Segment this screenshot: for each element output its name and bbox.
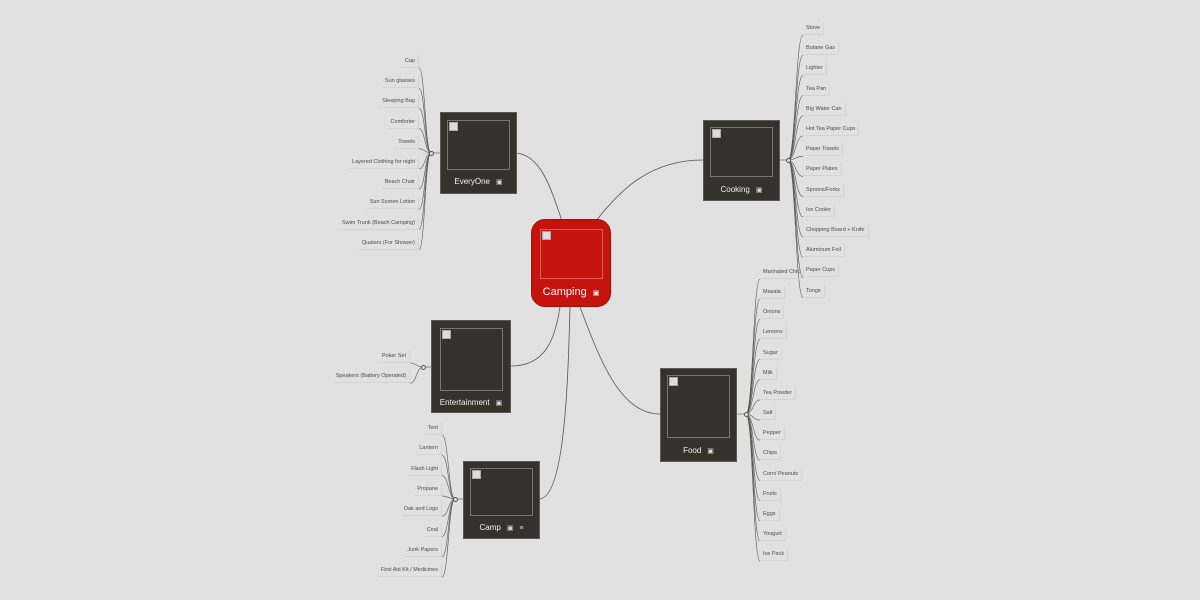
leaf-cooking-item[interactable]: Tea Pan — [803, 82, 831, 96]
leaf-cooking-item[interactable]: Hot Tea Paper Cups — [803, 123, 860, 136]
leaf-camp-item[interactable]: Flash Light — [408, 462, 442, 476]
leaf-food-item[interactable]: Salt — [760, 407, 777, 421]
node-food[interactable]: Food ▣ — [660, 368, 737, 462]
leaf-food-item[interactable]: Sugar — [760, 346, 782, 360]
leaf-everyone-item[interactable]: Quaters (For Shower) — [358, 236, 419, 250]
food-image-placeholder — [667, 375, 730, 438]
image-icon[interactable]: ▣ — [495, 400, 503, 407]
node-camp[interactable]: Camp ▣ ≡ — [463, 461, 540, 539]
leaf-everyone-item[interactable]: Swim Trunk (Beach Camping) — [338, 216, 419, 230]
food-collapse-knob[interactable] — [743, 411, 749, 417]
leaf-cooking-item[interactable]: Paper Towels — [803, 143, 843, 157]
leaf-camp-item[interactable]: Lantern — [416, 442, 442, 456]
cooking-collapse-knob[interactable] — [785, 157, 791, 163]
leaf-cooking-item[interactable]: Stove — [803, 22, 825, 35]
food-title: Food — [683, 446, 702, 455]
node-entertainment[interactable]: Entertainment ▣ — [431, 320, 511, 413]
leaf-food-item[interactable]: Masala — [760, 286, 785, 300]
leaf-food-item[interactable]: Milk — [760, 366, 777, 380]
root-label: Camping ▣ — [532, 286, 610, 298]
leaf-food-item[interactable]: Chips — [760, 447, 782, 461]
leaf-cooking-item[interactable]: Big Water Can — [803, 102, 846, 116]
root-node-camping[interactable]: Camping ▣ — [531, 219, 611, 307]
cooking-label: Cooking ▣ — [704, 185, 779, 194]
leaf-everyone-item[interactable]: Beach Chair — [381, 176, 419, 190]
leaf-food-item[interactable]: Fruits — [760, 487, 781, 501]
leaf-cooking-item[interactable]: Butane Gas — [803, 42, 840, 56]
entertainment-collapse-knob[interactable] — [420, 364, 426, 370]
cooking-title: Cooking — [720, 185, 750, 194]
leaf-cooking-item[interactable]: Ice Cooler — [803, 203, 836, 217]
leaf-cooking-item[interactable]: Paper Plates — [803, 163, 842, 177]
entertainment-image-placeholder — [440, 328, 503, 391]
notes-icon[interactable]: ≡ — [519, 525, 524, 532]
leaf-camp-item[interactable]: Junk Papers — [404, 543, 442, 557]
leaf-everyone-item[interactable]: Comforter — [387, 115, 419, 129]
node-cooking[interactable]: Cooking ▣ — [703, 120, 780, 201]
leaf-food-item[interactable]: Marinated Chic — [760, 266, 804, 279]
camp-title: Camp — [479, 523, 501, 532]
leaf-cooking-item[interactable]: Tongs — [803, 284, 825, 298]
leaf-entertainment-item[interactable]: Speakers (Battery Operated) — [332, 370, 410, 384]
leaf-food-item[interactable]: Pepper — [760, 427, 785, 441]
image-icon[interactable]: ▣ — [755, 187, 763, 194]
leaf-everyone-item[interactable]: Sleeping Bag — [379, 95, 419, 109]
leaf-cooking-item[interactable]: Paper Cups — [803, 264, 840, 278]
camp-label: Camp ▣ ≡ — [464, 523, 539, 532]
leaf-camp-item[interactable]: Propane — [414, 482, 442, 496]
leaf-cooking-item[interactable]: Chopping Board + Knife — [803, 224, 869, 237]
leaf-food-item[interactable]: Tea Powder — [760, 386, 797, 400]
leaf-camp-item[interactable]: First Aid Kit / Medicines — [377, 564, 442, 578]
entertainment-label: Entertainment ▣ — [432, 398, 510, 407]
camp-image-placeholder — [470, 468, 533, 516]
leaf-everyone-item[interactable]: Towels — [395, 135, 419, 149]
image-icon[interactable]: ▣ — [592, 290, 600, 297]
everyone-label: EveryOne ▣ — [441, 177, 516, 186]
leaf-cooking-item[interactable]: Lighter — [803, 62, 827, 76]
entertainment-title: Entertainment — [439, 398, 490, 407]
everyone-image-placeholder — [447, 120, 510, 170]
image-icon[interactable]: ▣ — [495, 179, 503, 186]
cooking-image-placeholder — [710, 127, 773, 177]
food-label: Food ▣ — [661, 446, 736, 455]
leaf-food-item[interactable]: Yougurt — [760, 527, 786, 541]
camp-collapse-knob[interactable] — [452, 496, 458, 502]
leaf-everyone-item[interactable]: Cap — [401, 55, 419, 68]
leaf-food-item[interactable]: Eggs — [760, 507, 780, 521]
leaf-entertainment-item[interactable]: Poker Set — [378, 350, 410, 363]
leaf-camp-item[interactable]: Oak and Logs — [400, 503, 442, 517]
everyone-collapse-knob[interactable] — [428, 150, 434, 156]
leaf-food-item[interactable]: Lemons — [760, 326, 787, 340]
leaf-camp-item[interactable]: Tent — [424, 422, 442, 435]
leaf-everyone-item[interactable]: Sun glasses — [382, 75, 419, 89]
leaf-everyone-item[interactable]: Sun Screen Lotion — [366, 196, 419, 210]
leaf-cooking-item[interactable]: Aluminum Foil — [803, 244, 845, 258]
leaf-cooking-item[interactable]: Spoons/Forks — [803, 183, 844, 197]
root-image-placeholder — [540, 229, 603, 279]
root-title: Camping — [542, 286, 587, 298]
image-icon[interactable]: ▣ — [506, 525, 514, 532]
node-everyone[interactable]: EveryOne ▣ — [440, 112, 517, 194]
leaf-food-item[interactable]: Onions — [760, 306, 785, 320]
leaf-camp-item[interactable]: Coal — [423, 523, 442, 537]
image-icon[interactable]: ▣ — [707, 448, 714, 455]
everyone-title: EveryOne — [454, 177, 490, 186]
leaf-food-item[interactable]: Corn/ Peanuts — [760, 467, 803, 481]
leaf-everyone-item[interactable]: Layered Clothing for night — [349, 156, 419, 169]
leaf-food-item[interactable]: Ice Pack — [760, 548, 789, 562]
